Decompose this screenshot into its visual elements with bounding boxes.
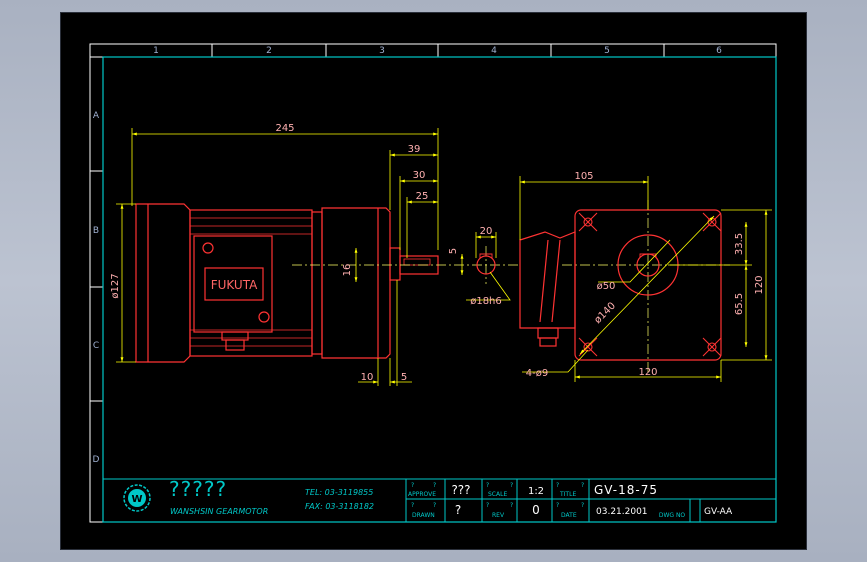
row-label-b: B xyxy=(93,226,99,236)
approve-value: ??? xyxy=(451,483,470,497)
dim-245-text: 245 xyxy=(275,123,294,134)
company-logo: W xyxy=(123,484,151,512)
dim-120h-text: 120 xyxy=(638,367,657,378)
dim-50-leader xyxy=(598,239,671,283)
dim-holes-leader xyxy=(522,349,589,373)
approve-q: ? xyxy=(411,482,414,489)
rev-value: 0 xyxy=(532,503,540,517)
nameplate-label: FUKUTA xyxy=(211,278,258,292)
motor-side-view xyxy=(135,203,439,363)
col-label-6: 6 xyxy=(716,46,722,56)
row-label-c: C xyxy=(93,341,99,351)
col-label-1: 1 xyxy=(153,46,159,56)
rev-q: ? xyxy=(486,502,489,509)
logo-letter: W xyxy=(131,494,142,505)
drawn-q: ? xyxy=(411,502,414,509)
drawn-q2: ? xyxy=(433,502,436,509)
cad-drawing[interactable]: 1 2 3 4 5 6 A B C D xyxy=(61,13,806,549)
dim-39-text: 39 xyxy=(408,144,421,155)
dim-20-text: 20 xyxy=(480,226,493,237)
fax-number: FAX: 03-3118182 xyxy=(305,502,374,511)
row-label-a: A xyxy=(93,111,100,121)
date-value: 03.21.2001 xyxy=(596,507,648,517)
dim-140-text: ø140 xyxy=(592,300,618,326)
dim-655-text: 65.5 xyxy=(734,293,745,315)
dim-16-text: 16 xyxy=(342,264,353,277)
dim-140-line xyxy=(579,215,715,355)
shaft-cross-section xyxy=(476,253,496,275)
gearbox-end-view xyxy=(519,209,722,361)
cad-viewport[interactable]: 1 2 3 4 5 6 A B C D xyxy=(61,13,806,549)
drawn-label: DRAWN xyxy=(412,512,435,519)
date-label: DATE xyxy=(561,512,577,519)
drawing-border xyxy=(102,56,777,523)
scale-label: SCALE xyxy=(488,491,507,498)
dim-120v-text: 120 xyxy=(754,275,765,294)
scale-value: 1:2 xyxy=(528,486,544,497)
row-label-d: D xyxy=(93,455,100,465)
date-q: ? xyxy=(556,502,559,509)
title-q2: ? xyxy=(581,482,584,489)
dwg-label: DWG NO xyxy=(659,512,686,519)
title-q: ? xyxy=(556,482,559,489)
dim-127-text: ø127 xyxy=(110,273,121,298)
dim-335-text: 33.5 xyxy=(734,233,745,255)
approve-label: APPROVE xyxy=(408,491,436,498)
company-name: WANSHSIN GEARMOTOR xyxy=(170,507,268,516)
title-value: GV-18-75 xyxy=(594,483,658,497)
drawn-value: ? xyxy=(455,503,461,517)
tel-number: TEL: 03-3119855 xyxy=(305,488,373,497)
dim-18h6-leader xyxy=(466,271,511,301)
dim-5-text: 5 xyxy=(401,372,407,383)
date-q2: ? xyxy=(581,502,584,509)
dim-5-key-text: 5 xyxy=(448,248,459,254)
dwg-value: GV-AA xyxy=(704,507,733,517)
scale-q2: ? xyxy=(510,482,513,489)
dim-10-text: 10 xyxy=(361,372,374,383)
col-label-3: 3 xyxy=(379,46,385,56)
dim-50-text: ø50 xyxy=(597,281,616,292)
title-block xyxy=(103,478,776,522)
col-label-4: 4 xyxy=(491,46,497,56)
title-label: TITLE xyxy=(559,491,576,498)
col-label-2: 2 xyxy=(266,46,272,56)
col-label-5: 5 xyxy=(604,46,610,56)
dim-25-text: 25 xyxy=(416,191,429,202)
rev-label: REV xyxy=(492,512,505,519)
dim-holes-text: 4-ø9 xyxy=(526,368,548,379)
scale-q: ? xyxy=(486,482,489,489)
approve-q2: ? xyxy=(433,482,436,489)
dim-105-text: 105 xyxy=(574,171,593,182)
rev-q2: ? xyxy=(510,502,513,509)
sheet-frame xyxy=(89,43,777,523)
dim-18h6-text: ø18h6 xyxy=(470,296,502,307)
company-glyphs: ????? xyxy=(169,477,227,501)
dim-30-text: 30 xyxy=(413,170,426,181)
